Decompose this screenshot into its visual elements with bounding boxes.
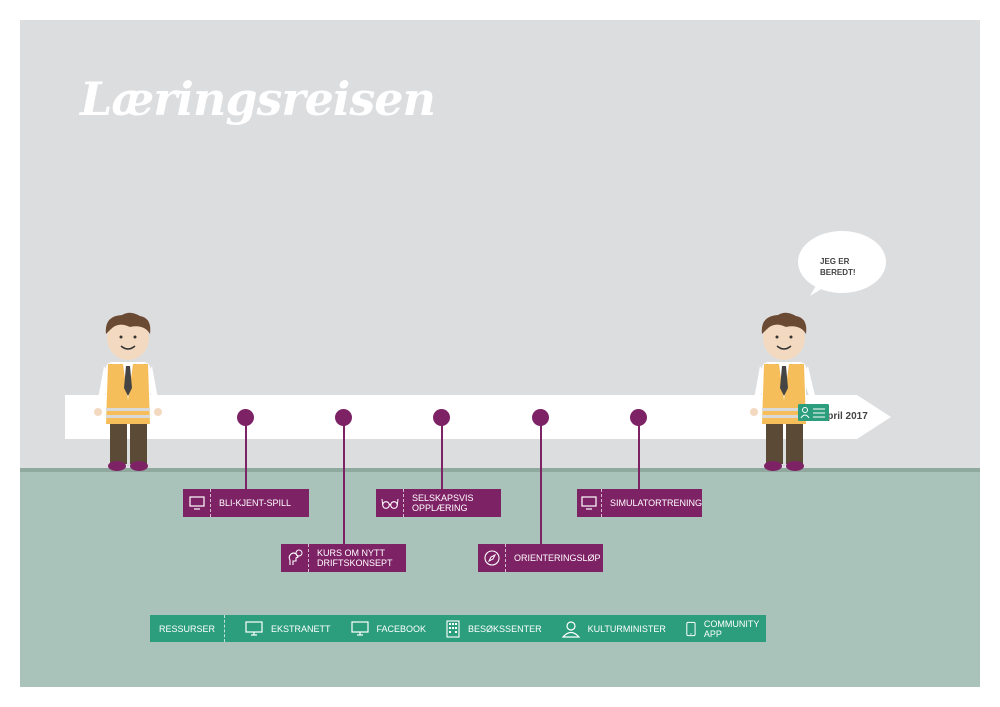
id-card-icon [798, 404, 829, 421]
glasses-icon [376, 489, 404, 517]
step-bli-kjent-spill[interactable]: BLI-KJENT-SPILL [183, 489, 309, 517]
timeline-milestone-dot [433, 409, 450, 426]
worker-figure-end [750, 312, 829, 471]
timeline-milestone-dot [630, 409, 647, 426]
resources-heading: RESSURSER [150, 615, 226, 642]
monitor-icon [183, 489, 211, 517]
resource-kulturminister[interactable]: KULTURMINISTER [561, 620, 666, 638]
timeline-date: April 2017 [820, 411, 868, 422]
monitor-icon [350, 621, 369, 636]
resource-label: COMMUNITY APP [703, 618, 760, 639]
compass-icon [478, 544, 506, 572]
timeline-milestone-dot [532, 409, 549, 426]
step-simulatortrening[interactable]: SIMULATORTRENING [577, 489, 702, 517]
step-connector [638, 417, 640, 489]
step-label: ORIENTERINGSLØP [514, 553, 601, 563]
step-connector [441, 417, 443, 489]
page-title: Læringsreisen [80, 72, 436, 126]
monitor-icon [245, 621, 263, 636]
step-connector [540, 417, 542, 544]
timeline-arrow [65, 395, 891, 439]
resource-facebook[interactable]: FACEBOOK [350, 621, 427, 636]
resource-label: BESØKSSENTER [468, 623, 542, 634]
timeline-milestone-dot [335, 409, 352, 426]
step-label: BLI-KJENT-SPILL [219, 498, 292, 508]
diagram-frame: Læringsreisen April 2017 BLI-KJENT-SPILL… [20, 20, 980, 687]
tablet-icon [686, 621, 696, 636]
person-icon [561, 620, 580, 638]
monitor-icon [577, 489, 602, 517]
thinking-head-icon [281, 544, 309, 572]
resource-ekstranett[interactable]: EKSTRANETT [245, 621, 331, 636]
step-orienteringslop[interactable]: ORIENTERINGSLØP [478, 544, 603, 572]
step-connector [343, 417, 345, 544]
resource-label: FACEBOOK [376, 623, 427, 634]
resource-label: KULTURMINISTER [587, 623, 666, 634]
resource-besokssenter[interactable]: BESØKSSENTER [446, 619, 542, 638]
step-connector [245, 417, 247, 489]
ground-line [20, 468, 980, 472]
resource-label: EKSTRANETT [271, 623, 331, 634]
timeline-milestone-dot [237, 409, 254, 426]
speech-bubble [798, 231, 886, 296]
step-label: SIMULATORTRENING [609, 498, 702, 508]
resources-bar: RESSURSER EKSTRANETT FACEBOOK BESØKSSENT… [150, 615, 766, 642]
resource-community-app[interactable]: COMMUNITY APP [686, 619, 766, 639]
worker-figure-start [94, 312, 162, 471]
building-icon [446, 619, 460, 638]
